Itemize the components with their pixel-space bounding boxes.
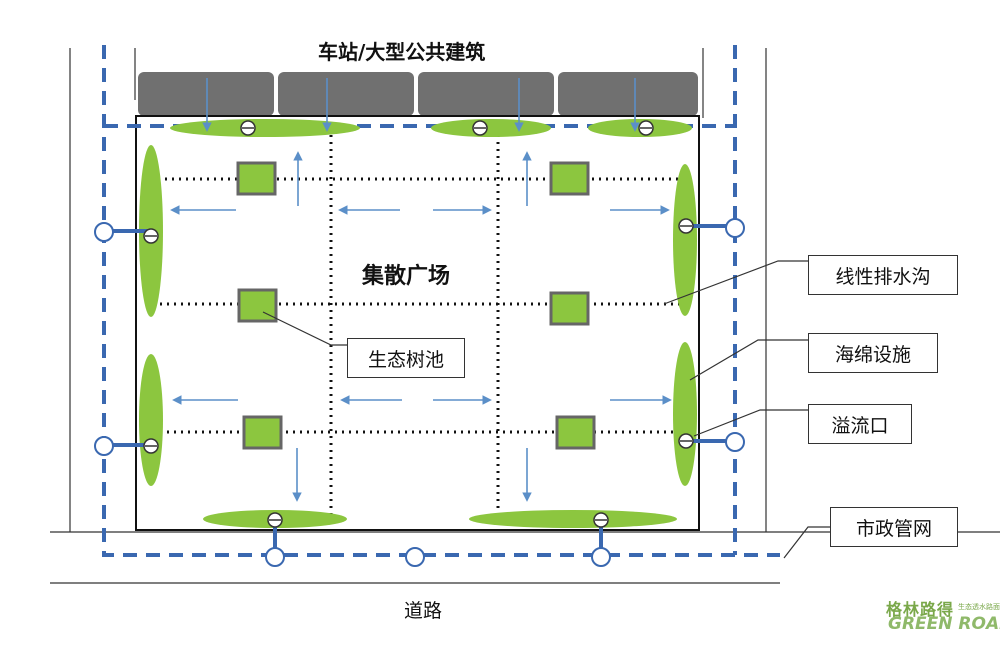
overflow-outlets <box>143 120 694 528</box>
overflow-outlet-label: 溢流口 <box>808 404 912 444</box>
eco-tree-pits <box>236 161 596 450</box>
green-road-logo: 格林路得 生态透水路面 GREEN ROAD <box>880 596 1000 644</box>
municipal-network-label: 市政管网 <box>830 507 958 547</box>
linear-drain-label: 线性排水沟 <box>808 255 958 295</box>
eco-tree-pit-label: 生态树池 <box>347 338 465 378</box>
manholes <box>94 218 745 567</box>
building-blocks <box>138 72 698 116</box>
flow-arrows <box>170 78 672 502</box>
logo-english-text: GREEN ROAD <box>888 614 1000 634</box>
logo-subtext: 生态透水路面 <box>958 603 1000 611</box>
sponge-facility-label: 海绵设施 <box>808 333 938 373</box>
leader-lines <box>262 260 830 559</box>
logo-chinese-text: 格林路得 <box>886 600 955 619</box>
plaza-label: 集散广场 <box>362 264 451 289</box>
road-label: 道路 <box>404 600 443 622</box>
plaza-boundary <box>135 115 700 531</box>
diagram-title: 车站/大型公共建筑 <box>318 40 486 64</box>
